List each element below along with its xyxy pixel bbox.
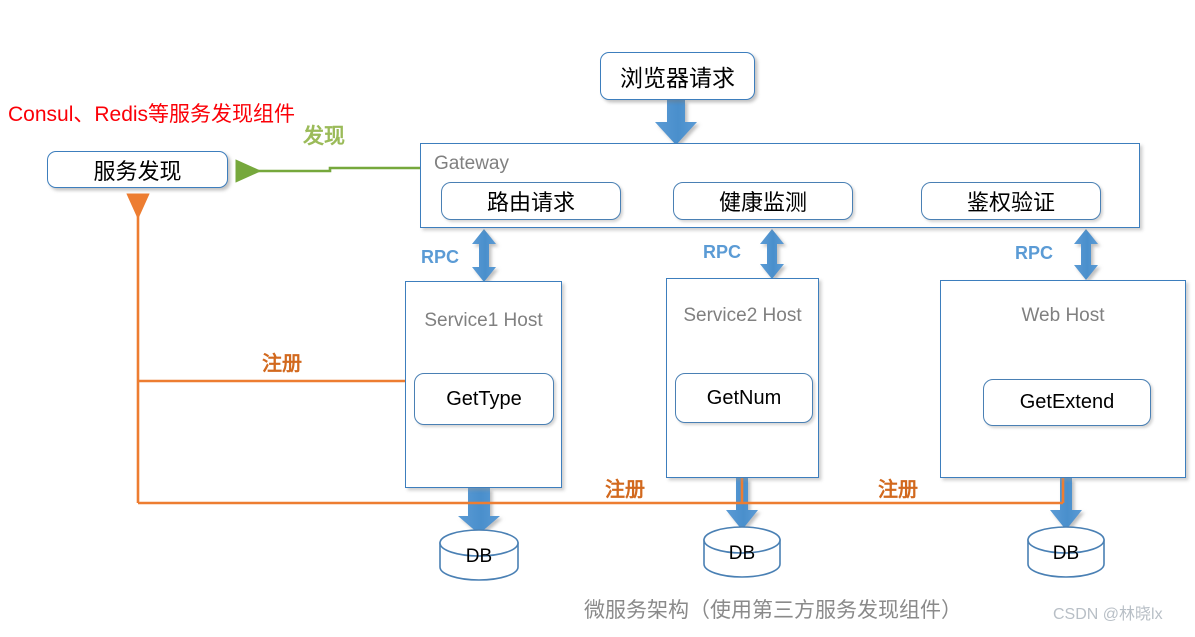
service2-host-box[interactable]: Service2 Host GetNum [666, 278, 819, 478]
gateway-container[interactable]: Gateway 路由请求 健康监测 鉴权验证 [420, 143, 1140, 228]
register-orange-lines [126, 193, 1065, 505]
service2-method-pill[interactable]: GetNum [675, 373, 813, 423]
discover-label: 发现 [303, 125, 345, 148]
arrow-rpc-service2 [760, 229, 784, 279]
web-host-method-label: GetExtend [1019, 391, 1115, 413]
web-host-title: Web Host [1021, 305, 1105, 326]
service1-method-pill[interactable]: GetType [414, 373, 554, 425]
web-host-method-pill[interactable]: GetExtend [983, 379, 1151, 426]
service1-host-box[interactable]: Service1 Host GetType [405, 281, 562, 488]
csdn-watermark: CSDN @林晓lx [1053, 606, 1163, 623]
arrow-webhost-to-db [1050, 478, 1082, 530]
gateway-module-auth-label: 鉴权验证 [966, 190, 1055, 215]
rpc-label-service2: RPC [703, 242, 742, 262]
service-discovery-label: 服务发现 [93, 158, 182, 184]
arrow-gateway-to-discovery [235, 159, 421, 183]
discovery-components-note: Consul、Redis等服务发现组件 [8, 103, 296, 126]
diagram-caption: 微服务架构（使用第三方服务发现组件） [584, 599, 962, 622]
arrow-browser-to-gateway [655, 100, 697, 145]
gateway-module-health-label: 健康监测 [718, 190, 807, 215]
web-host-box[interactable]: Web Host GetExtend [940, 280, 1186, 478]
gateway-title: Gateway [434, 153, 509, 174]
service2-method-label: GetNum [706, 386, 782, 409]
service2-host-title: Service2 Host [683, 305, 802, 326]
service-discovery-box[interactable]: 服务发现 [47, 151, 228, 188]
service1-method-label: GetType [446, 387, 522, 410]
service1-host-title: Service1 Host [424, 310, 543, 331]
register-label-discovery: 注册 [262, 353, 302, 375]
register-label-webhost: 注册 [878, 479, 918, 501]
db-label-3: DB [1052, 543, 1080, 564]
gateway-module-route-label: 路由请求 [486, 190, 575, 215]
register-label-service2: 注册 [605, 479, 645, 501]
arrow-rpc-service1 [472, 229, 496, 282]
rpc-label-webhost: RPC [1015, 243, 1054, 263]
gateway-module-auth[interactable]: 鉴权验证 [921, 182, 1101, 220]
db-label-1: DB [465, 546, 493, 567]
gateway-module-health[interactable]: 健康监测 [673, 182, 853, 220]
gateway-module-route[interactable]: 路由请求 [441, 182, 621, 220]
arrow-rpc-webhost [1074, 229, 1098, 280]
browser-request-label: 浏览器请求 [620, 65, 735, 91]
browser-request-box[interactable]: 浏览器请求 [600, 52, 755, 100]
arrow-service1-to-db [458, 488, 500, 534]
db-label-2: DB [728, 543, 756, 564]
rpc-label-service1: RPC [421, 247, 460, 267]
arrow-service2-to-db [726, 478, 758, 530]
